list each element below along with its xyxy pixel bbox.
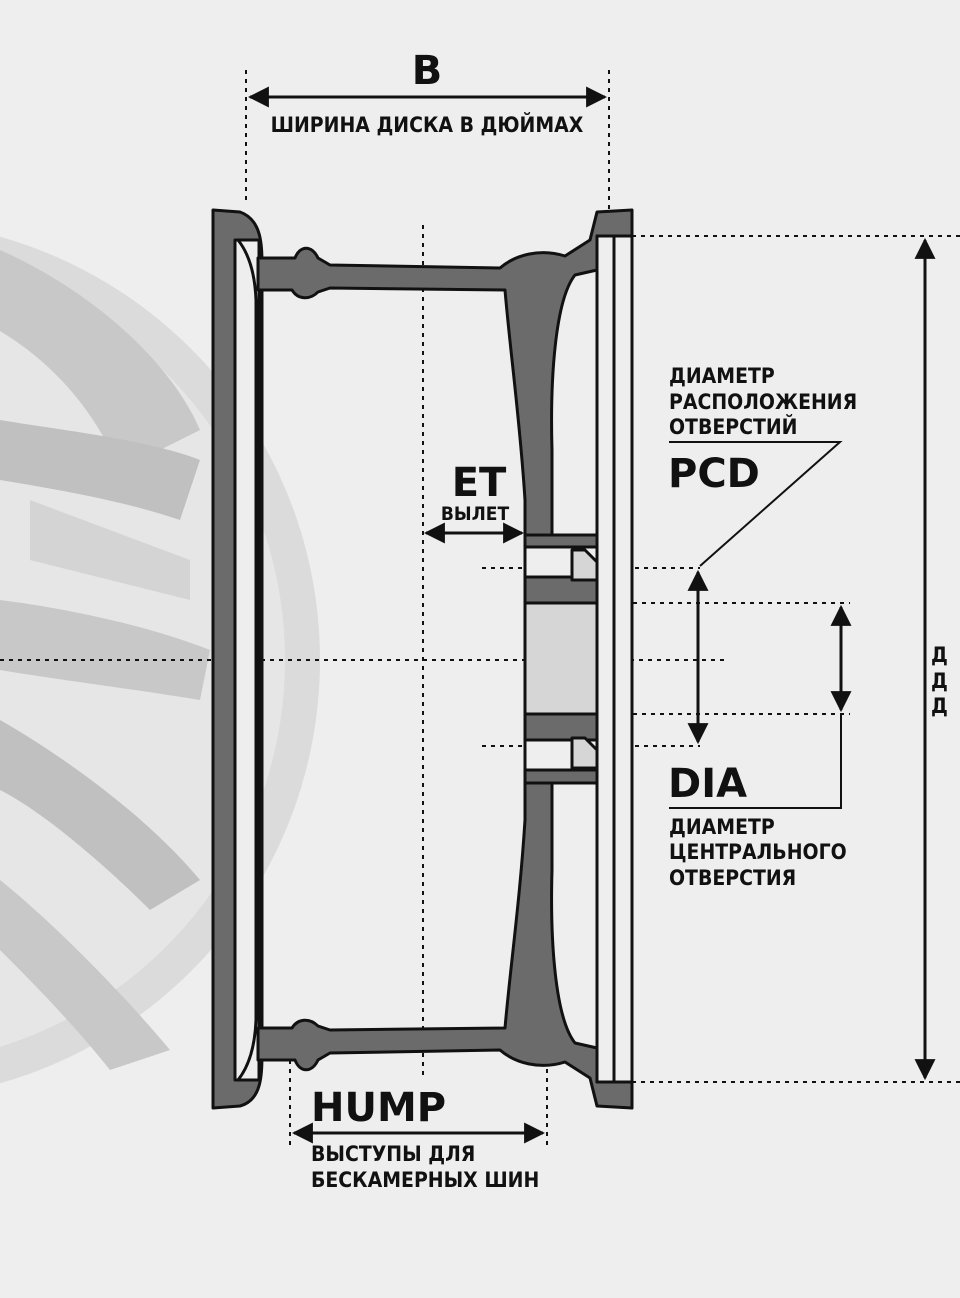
b-caption: ШИРИНА ДИСКА В ДЮЙМАХ	[271, 112, 584, 137]
leader-lines	[669, 441, 843, 809]
dimension-arrows	[247, 86, 936, 1144]
rim-barrel-bottom	[256, 781, 634, 1110]
pcd-caption-line-1: ДИАМЕТР	[669, 364, 775, 388]
rim-diameter-caption-fragment-3: Д	[931, 694, 948, 718]
et-letter: ET	[452, 460, 507, 506]
rim-cross-section	[211, 208, 634, 1110]
center-bore	[523, 601, 599, 716]
rim-diameter-caption-fragment-2: Д	[931, 669, 948, 693]
pcd-leader	[669, 441, 843, 567]
rim-barrel-top	[256, 208, 634, 537]
pcd-caption-line-3: ОТВЕРСТИЙ	[669, 414, 797, 439]
hump-caption-line-2: БЕСКАМЕРНЫХ ШИН	[311, 1168, 539, 1192]
dia-caption-line-1: ДИАМЕТР	[669, 815, 775, 839]
dia-caption-line-3: ОТВЕРСТИЯ	[669, 866, 796, 890]
pcd-letter: PCD	[668, 451, 760, 497]
hump-letter: HUMP	[311, 1085, 446, 1131]
dia-letter: DIA	[668, 761, 747, 807]
et-caption: ВЫЛЕТ	[441, 503, 510, 525]
dia-caption-line-2: ЦЕНТРАЛЬНОГО	[669, 840, 847, 864]
dia-leader	[669, 714, 842, 809]
rim-diameter-caption-fragment-1: Д	[931, 643, 948, 667]
hump-caption-line-1: ВЫСТУПЫ ДЛЯ	[311, 1142, 475, 1166]
pcd-caption-line-2: РАСПОЛОЖЕНИЯ	[669, 390, 857, 414]
b-letter: B	[412, 48, 443, 94]
